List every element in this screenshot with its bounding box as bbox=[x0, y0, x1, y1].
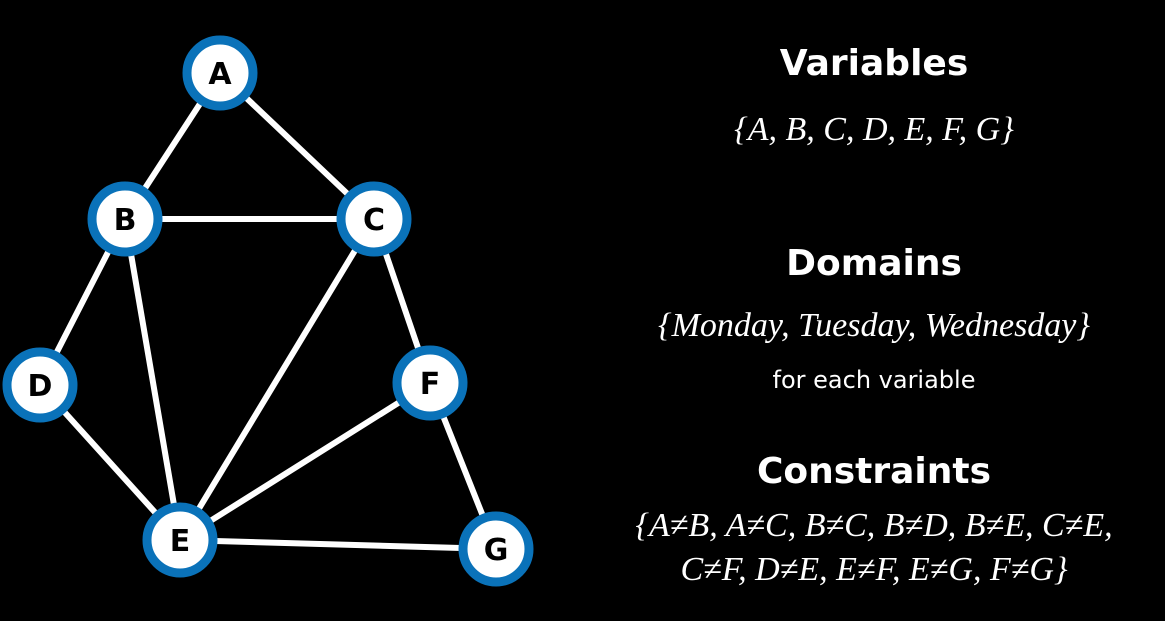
graph-edges bbox=[37, 70, 499, 552]
constraints-line-1: {A≠B, A≠C, B≠C, B≠D, B≠E, C≠E, bbox=[635, 507, 1113, 544]
node-label-f: F bbox=[420, 367, 441, 402]
node-circle-d bbox=[2, 347, 78, 423]
edge-e-f bbox=[177, 380, 433, 543]
node-label-b: B bbox=[114, 203, 137, 238]
domains-heading: Domains bbox=[786, 243, 962, 284]
node-label-d: D bbox=[28, 369, 53, 404]
domains-set: {Monday, Tuesday, Wednesday} bbox=[657, 307, 1090, 344]
node-circle-b bbox=[87, 181, 163, 257]
node-label-e: E bbox=[170, 524, 191, 559]
node-a: A bbox=[182, 35, 258, 111]
node-circle-c bbox=[336, 181, 412, 257]
node-label-a: A bbox=[208, 57, 232, 92]
node-d: D bbox=[2, 347, 78, 423]
edge-c-e bbox=[177, 216, 377, 543]
domains-note: for each variable bbox=[772, 366, 976, 394]
node-e: E bbox=[142, 502, 218, 578]
node-circle-e bbox=[142, 502, 218, 578]
graph-nodes: A B C D E F G bbox=[2, 35, 534, 587]
node-g: G bbox=[458, 511, 534, 587]
constraints-line-2: C≠F, D≠E, E≠F, E≠G, F≠G} bbox=[680, 551, 1068, 588]
node-circle-f bbox=[392, 345, 468, 421]
constraints-heading: Constraints bbox=[756, 451, 992, 492]
variables-set: {A, B, C, D, E, F, G} bbox=[734, 111, 1014, 148]
node-circle-a bbox=[182, 35, 258, 111]
edge-e-g bbox=[177, 537, 499, 552]
node-label-g: G bbox=[484, 533, 509, 568]
edge-b-e bbox=[122, 216, 183, 543]
node-c: C bbox=[336, 181, 412, 257]
csp-definition-panel: Variables {A, B, C, D, E, F, G} Domains … bbox=[583, 0, 1165, 621]
node-label-c: C bbox=[363, 203, 385, 238]
variables-heading: Variables bbox=[779, 43, 969, 84]
node-b: B bbox=[87, 181, 163, 257]
node-f: F bbox=[392, 345, 468, 421]
node-circle-g bbox=[458, 511, 534, 587]
